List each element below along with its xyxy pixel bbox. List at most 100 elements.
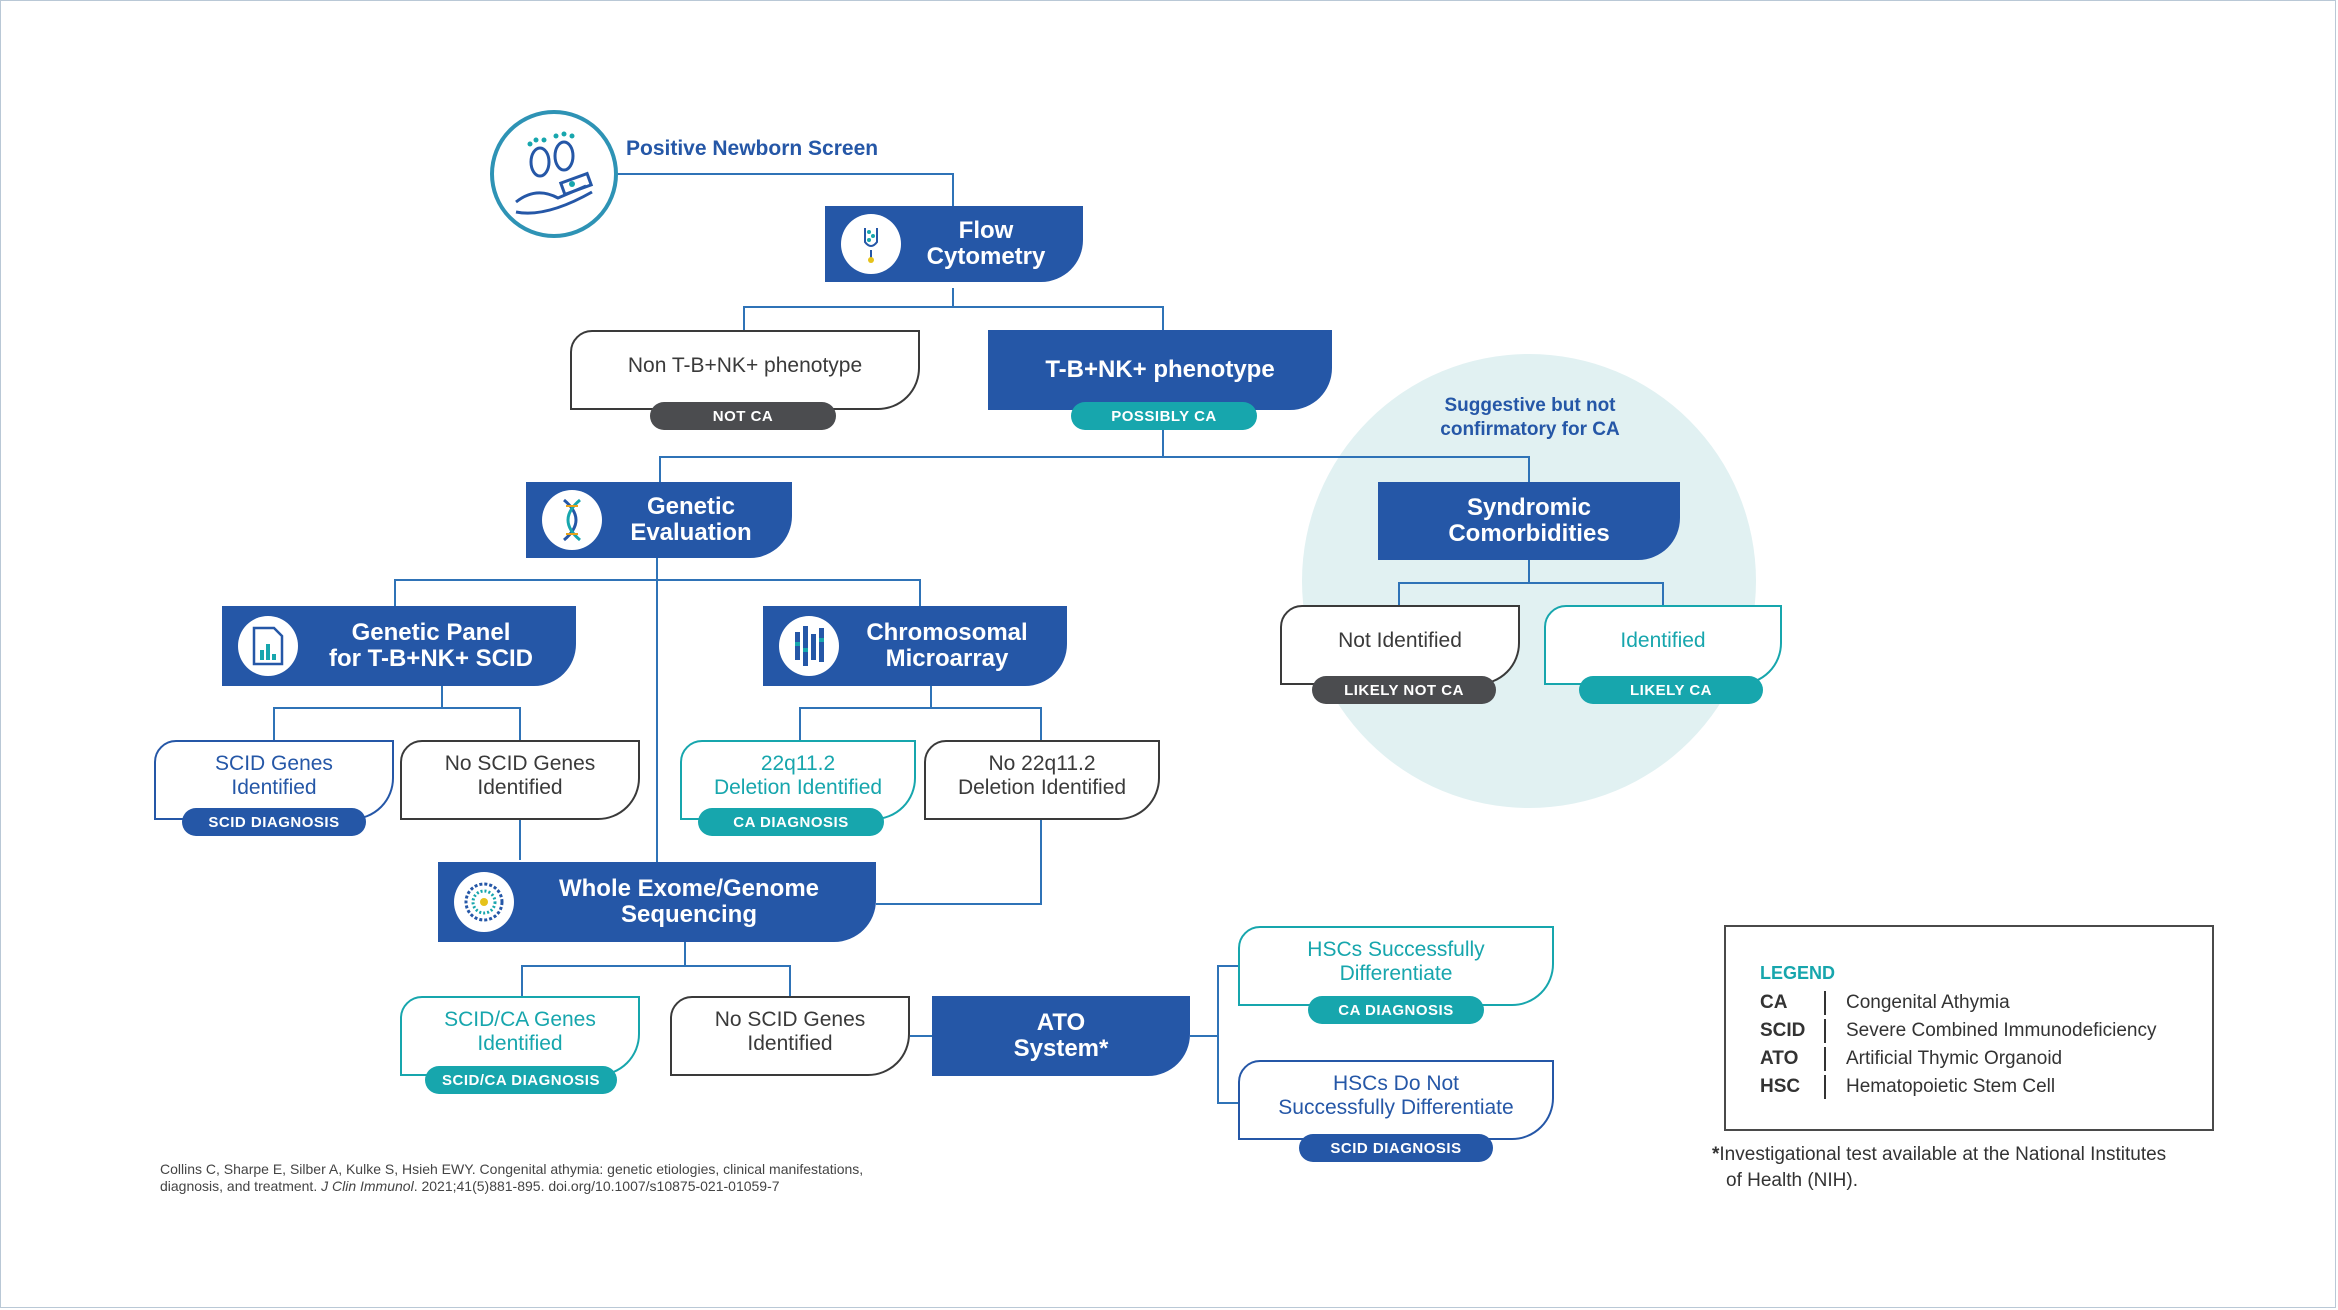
chromosomal-microarray-node[interactable]: Chromosomal Microarray bbox=[763, 606, 1067, 686]
non-phenotype-text: Non T-B+NK+ phenotype bbox=[627, 354, 863, 377]
no-scid-genes-node-1[interactable]: No SCID Genes Identified bbox=[400, 740, 640, 820]
ato-line1: ATO bbox=[1036, 1009, 1086, 1036]
suggestive-note: Suggestive but not confirmatory for CA bbox=[1408, 394, 1652, 442]
sequencing-icon bbox=[464, 882, 504, 922]
citation-line2-suffix: . 2021;41(5)881-895. doi.org/10.1007/s10… bbox=[413, 1178, 780, 1194]
flow-cytometry-line2: Cytometry bbox=[926, 243, 1046, 270]
start-label: Positive Newborn Screen bbox=[626, 137, 879, 160]
legend-title: LEGEND bbox=[1760, 963, 1836, 983]
microarray-line2: Microarray bbox=[885, 645, 1009, 672]
syndromic-line1: Syndromic bbox=[1466, 494, 1592, 521]
not-ca-badge: NOT CA bbox=[650, 402, 836, 430]
document-chart-icon bbox=[252, 626, 284, 666]
no-deletion-line2: Deletion Identified bbox=[957, 776, 1127, 799]
footnote-line1: Investigational test available at the Na… bbox=[1719, 1144, 2167, 1165]
hsc-success-node[interactable]: HSCs Successfully Differentiate bbox=[1238, 926, 1554, 1006]
genetic-panel-line1: Genetic Panel bbox=[351, 619, 511, 646]
chromosome-icon bbox=[795, 626, 824, 666]
genetic-evaluation-line1: Genetic bbox=[646, 493, 736, 520]
no-scid-genes-2-line2: Identified bbox=[747, 1032, 833, 1055]
ca-diagnosis-badge-1: CA DIAGNOSIS bbox=[698, 808, 884, 836]
not-identified-node[interactable]: Not Identified bbox=[1280, 605, 1520, 685]
scid-genes-line1: SCID Genes bbox=[215, 752, 333, 775]
hsc-success-line1: HSCs Successfully bbox=[1307, 938, 1485, 961]
footnote-mark: * bbox=[1712, 1144, 1720, 1165]
citation: Collins C, Sharpe E, Silber A, Kulke S, … bbox=[160, 1161, 1060, 1195]
deletion-identified-node[interactable]: 22q11.2 Deletion Identified bbox=[680, 740, 916, 820]
no-scid-genes-node-2[interactable]: No SCID Genes Identified bbox=[670, 996, 910, 1076]
scid-diagnosis-badge: SCID DIAGNOSIS bbox=[182, 808, 366, 836]
hsc-fail-line1: HSCs Do Not bbox=[1332, 1072, 1460, 1095]
identified-node[interactable]: Identified bbox=[1544, 605, 1782, 685]
phenotype-node[interactable]: T-B+NK+ phenotype bbox=[988, 330, 1332, 410]
hsc-success-line2: Differentiate bbox=[1339, 962, 1453, 985]
dna-icon bbox=[563, 498, 581, 542]
sequencing-icon-circle bbox=[454, 872, 514, 932]
syndromic-line2: Comorbidities bbox=[1448, 520, 1610, 547]
scid-ca-genes-node[interactable]: SCID/CA Genes Identified bbox=[400, 996, 640, 1076]
legend-row: CA Congenital Athymia bbox=[1760, 989, 2010, 1017]
scid-genes-line2: Identified bbox=[231, 776, 317, 799]
deletion-line1: 22q11.2 bbox=[760, 752, 836, 775]
genetic-panel-node[interactable]: Genetic Panel for T-B+NK+ SCID bbox=[222, 606, 576, 686]
scid-genes-node[interactable]: SCID Genes Identified bbox=[154, 740, 394, 820]
legend-value: Congenital Athymia bbox=[1846, 992, 2010, 1013]
legend-box: LEGEND CA Congenital Athymia SCID Severe… bbox=[1724, 925, 2214, 1131]
non-phenotype-node[interactable]: Non T-B+NK+ phenotype bbox=[570, 330, 920, 410]
legend-key: SCID bbox=[1760, 1020, 1806, 1041]
legend-key: ATO bbox=[1760, 1048, 1799, 1069]
scid-ca-genes-line2: Identified bbox=[477, 1032, 563, 1055]
scid-diagnosis-badge-2: SCID DIAGNOSIS bbox=[1299, 1134, 1493, 1162]
likely-ca-badge: LIKELY CA bbox=[1579, 676, 1763, 704]
genetic-panel-line2: for T-B+NK+ SCID bbox=[328, 645, 534, 672]
no-scid-genes-1-line1: No SCID Genes bbox=[444, 752, 596, 775]
microarray-line1: Chromosomal bbox=[866, 619, 1028, 646]
phenotype-text: T-B+NK+ phenotype bbox=[1045, 356, 1275, 383]
suggestive-note-line1: Suggestive but not bbox=[1444, 395, 1616, 416]
no-scid-genes-2-line1: No SCID Genes bbox=[714, 1008, 866, 1031]
suggestive-note-line2: confirmatory for CA bbox=[1440, 419, 1620, 440]
identified-text: Identified bbox=[1620, 629, 1706, 652]
legend-key: HSC bbox=[1760, 1076, 1801, 1097]
hsc-fail-node[interactable]: HSCs Do Not Successfully Differentiate bbox=[1238, 1060, 1554, 1140]
dna-icon-circle bbox=[542, 490, 602, 550]
legend-row: HSC Hematopoietic Stem Cell bbox=[1760, 1073, 2055, 1101]
legend-value: Artificial Thymic Organoid bbox=[1846, 1048, 2063, 1069]
ca-diagnosis-badge-2: CA DIAGNOSIS bbox=[1308, 996, 1484, 1024]
citation-line1: Collins C, Sharpe E, Silber A, Kulke S, … bbox=[160, 1161, 864, 1177]
no-deletion-node[interactable]: No 22q11.2 Deletion Identified bbox=[924, 740, 1160, 820]
scid-ca-genes-line1: SCID/CA Genes bbox=[444, 1008, 596, 1031]
chromosome-icon-circle bbox=[779, 616, 839, 676]
possibly-ca-badge: POSSIBLY CA bbox=[1071, 402, 1257, 430]
ato-line2: System* bbox=[1013, 1035, 1109, 1062]
flow-cytometry-line1: Flow bbox=[958, 217, 1014, 244]
hsc-fail-line2: Successfully Differentiate bbox=[1278, 1096, 1514, 1119]
citation-journal: J Clin Immunol bbox=[321, 1178, 414, 1194]
document-chart-icon-circle bbox=[238, 616, 298, 676]
legend-row: SCID Severe Combined Immunodeficiency bbox=[1760, 1017, 2157, 1045]
citation-line2-prefix: diagnosis, and treatment. bbox=[160, 1178, 322, 1194]
likely-not-ca-badge: LIKELY NOT CA bbox=[1312, 676, 1496, 704]
legend-row: ATO Artificial Thymic Organoid bbox=[1760, 1045, 2062, 1073]
wes-line1: Whole Exome/Genome bbox=[558, 875, 820, 902]
ato-system-node[interactable]: ATO System* bbox=[932, 996, 1190, 1076]
scid-ca-diagnosis-badge: SCID/CA DIAGNOSIS bbox=[425, 1066, 617, 1094]
footnote: *Investigational test available at the N… bbox=[1712, 1142, 2232, 1194]
wes-line2: Sequencing bbox=[620, 901, 758, 928]
not-identified-text: Not Identified bbox=[1338, 629, 1462, 652]
whole-exome-sequencing-node[interactable]: Whole Exome/Genome Sequencing bbox=[438, 862, 876, 942]
flow-cytometry-node[interactable]: Flow Cytometry bbox=[825, 206, 1083, 282]
newborn-feet-icon bbox=[515, 131, 594, 215]
legend-value: Severe Combined Immunodeficiency bbox=[1846, 1020, 2157, 1041]
genetic-evaluation-node[interactable]: Genetic Evaluation bbox=[526, 482, 792, 558]
newborn-screen-icon-circle bbox=[490, 110, 618, 238]
legend-value: Hematopoietic Stem Cell bbox=[1846, 1076, 2056, 1097]
no-scid-genes-1-line2: Identified bbox=[477, 776, 563, 799]
legend-key: CA bbox=[1760, 992, 1788, 1013]
no-deletion-line1: No 22q11.2 bbox=[988, 752, 1096, 775]
deletion-line2: Deletion Identified bbox=[713, 776, 883, 799]
syndromic-comorbidities-node[interactable]: Syndromic Comorbidities bbox=[1378, 482, 1680, 560]
